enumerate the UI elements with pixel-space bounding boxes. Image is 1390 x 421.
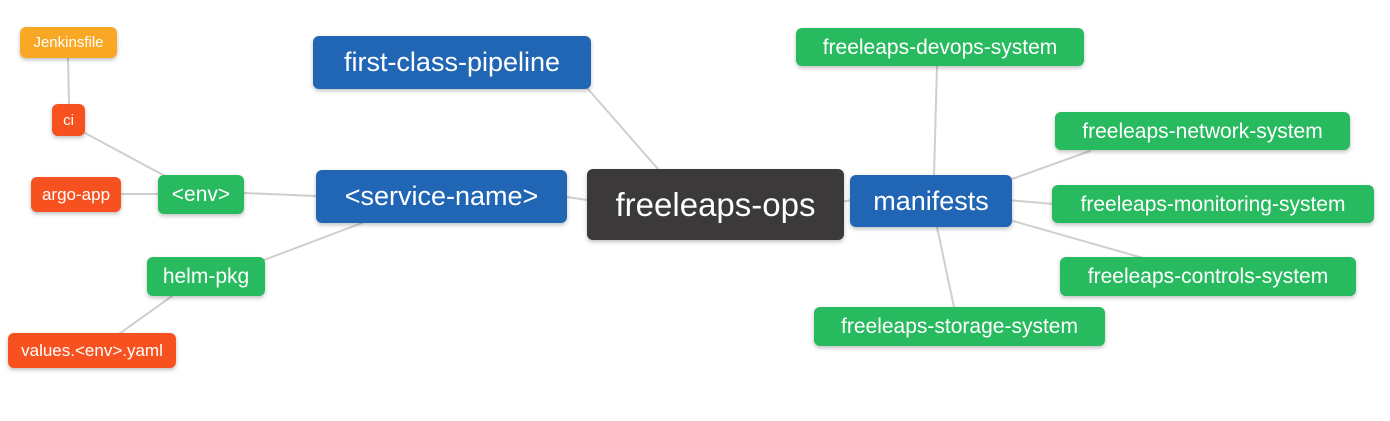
node-freeleaps-controls-system[interactable]: freeleaps-controls-system — [1060, 257, 1356, 296]
edge-manifests-storage-system — [936, 226, 955, 308]
node-freeleaps-ops-root[interactable]: freeleaps-ops — [587, 169, 844, 240]
edge-env-service-name — [243, 192, 317, 197]
edge-values-helm-pkg — [118, 295, 173, 335]
node-values-env-yaml[interactable]: values.<env>.yaml — [8, 333, 176, 368]
edge-manifests-controls-system — [1012, 220, 1144, 259]
node-ci[interactable]: ci — [52, 104, 85, 136]
node-freeleaps-storage-system[interactable]: freeleaps-storage-system — [814, 307, 1105, 346]
edge-jenkinsfile-ci — [67, 56, 70, 105]
edge-ci-env — [84, 132, 166, 177]
edge-pipeline-freeleaps-ops — [587, 88, 659, 170]
edge-manifests-network-system — [1011, 150, 1091, 180]
node-first-class-pipeline[interactable]: first-class-pipeline — [313, 36, 591, 89]
node-argo-app[interactable]: argo-app — [31, 177, 121, 212]
node-freeleaps-network-system[interactable]: freeleaps-network-system — [1055, 112, 1350, 150]
edge-manifests-devops-system — [933, 65, 938, 176]
edge-manifests-monitoring-system — [1007, 199, 1054, 205]
node-freeleaps-monitoring-system[interactable]: freeleaps-monitoring-system — [1052, 185, 1374, 223]
node-manifests[interactable]: manifests — [850, 175, 1012, 227]
edge-service-name-freeleaps-ops — [566, 196, 588, 201]
node-freeleaps-devops-system[interactable]: freeleaps-devops-system — [796, 28, 1084, 66]
edge-helm-pkg-service-name — [263, 222, 363, 261]
node-helm-pkg[interactable]: helm-pkg — [147, 257, 265, 296]
node-jenkinsfile[interactable]: Jenkinsfile — [20, 27, 117, 58]
node-env[interactable]: <env> — [158, 175, 244, 214]
node-service-name[interactable]: <service-name> — [316, 170, 567, 223]
